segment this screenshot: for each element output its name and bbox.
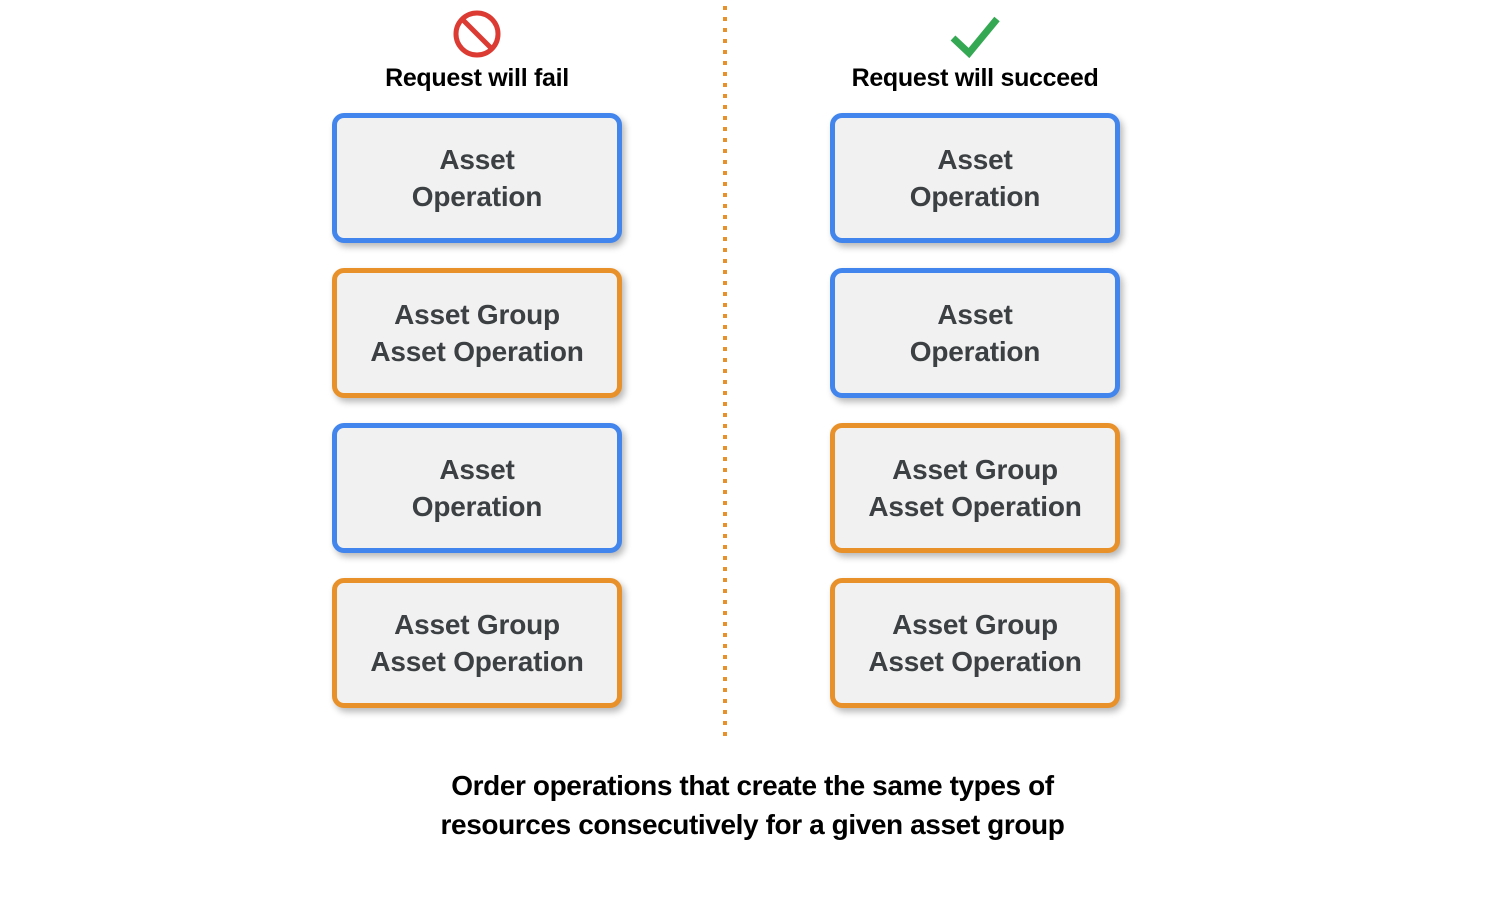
operation-box-line: Asset <box>937 144 1013 175</box>
operation-box-line: Asset Group <box>892 454 1058 485</box>
operation-box-line: Operation <box>411 491 543 522</box>
box-stack-fail: Asset Operation Asset Group Asset Operat… <box>332 113 622 708</box>
operation-box-line: Operation <box>411 181 543 212</box>
operation-box-asset[interactable]: Asset Operation <box>830 268 1120 398</box>
vertical-dotted-divider <box>723 6 727 736</box>
prohibited-icon <box>327 8 627 60</box>
checkmark-icon <box>825 8 1125 60</box>
operation-box-line: Asset <box>439 144 515 175</box>
operation-box-line: Operation <box>909 336 1041 367</box>
operation-box-asset-group[interactable]: Asset Group Asset Operation <box>332 578 622 708</box>
operation-box-line: Asset Operation <box>370 336 584 367</box>
operation-box-asset-group[interactable]: Asset Group Asset Operation <box>830 578 1120 708</box>
operation-box-line: Asset Group <box>394 609 560 640</box>
operation-box-asset-group[interactable]: Asset Group Asset Operation <box>332 268 622 398</box>
column-header-label-fail: Request will fail <box>385 64 569 92</box>
operation-box-asset-group[interactable]: Asset Group Asset Operation <box>830 423 1120 553</box>
operation-box-asset[interactable]: Asset Operation <box>332 423 622 553</box>
operation-box-line: Asset <box>439 454 515 485</box>
operation-box-line: Operation <box>909 181 1041 212</box>
operation-box-asset[interactable]: Asset Operation <box>830 113 1120 243</box>
operation-box-line: Asset Operation <box>370 646 584 677</box>
column-header-fail: Request will fail <box>327 8 627 93</box>
column-header-label-succeed: Request will succeed <box>851 64 1099 92</box>
operation-box-line: Asset <box>937 299 1013 330</box>
operation-box-line: Asset Group <box>394 299 560 330</box>
operation-box-line: Asset Group <box>892 609 1058 640</box>
operation-box-line: Asset Operation <box>868 646 1082 677</box>
caption-line-1: Order operations that create the same ty… <box>451 770 1054 801</box>
operation-box-asset[interactable]: Asset Operation <box>332 113 622 243</box>
caption-line-2: resources consecutively for a given asse… <box>440 809 1065 840</box>
box-stack-succeed: Asset Operation Asset Operation Asset Gr… <box>830 113 1120 708</box>
diagram-caption: Order operations that create the same ty… <box>0 766 1505 844</box>
operation-box-line: Asset Operation <box>868 491 1082 522</box>
column-header-succeed: Request will succeed <box>825 8 1125 93</box>
